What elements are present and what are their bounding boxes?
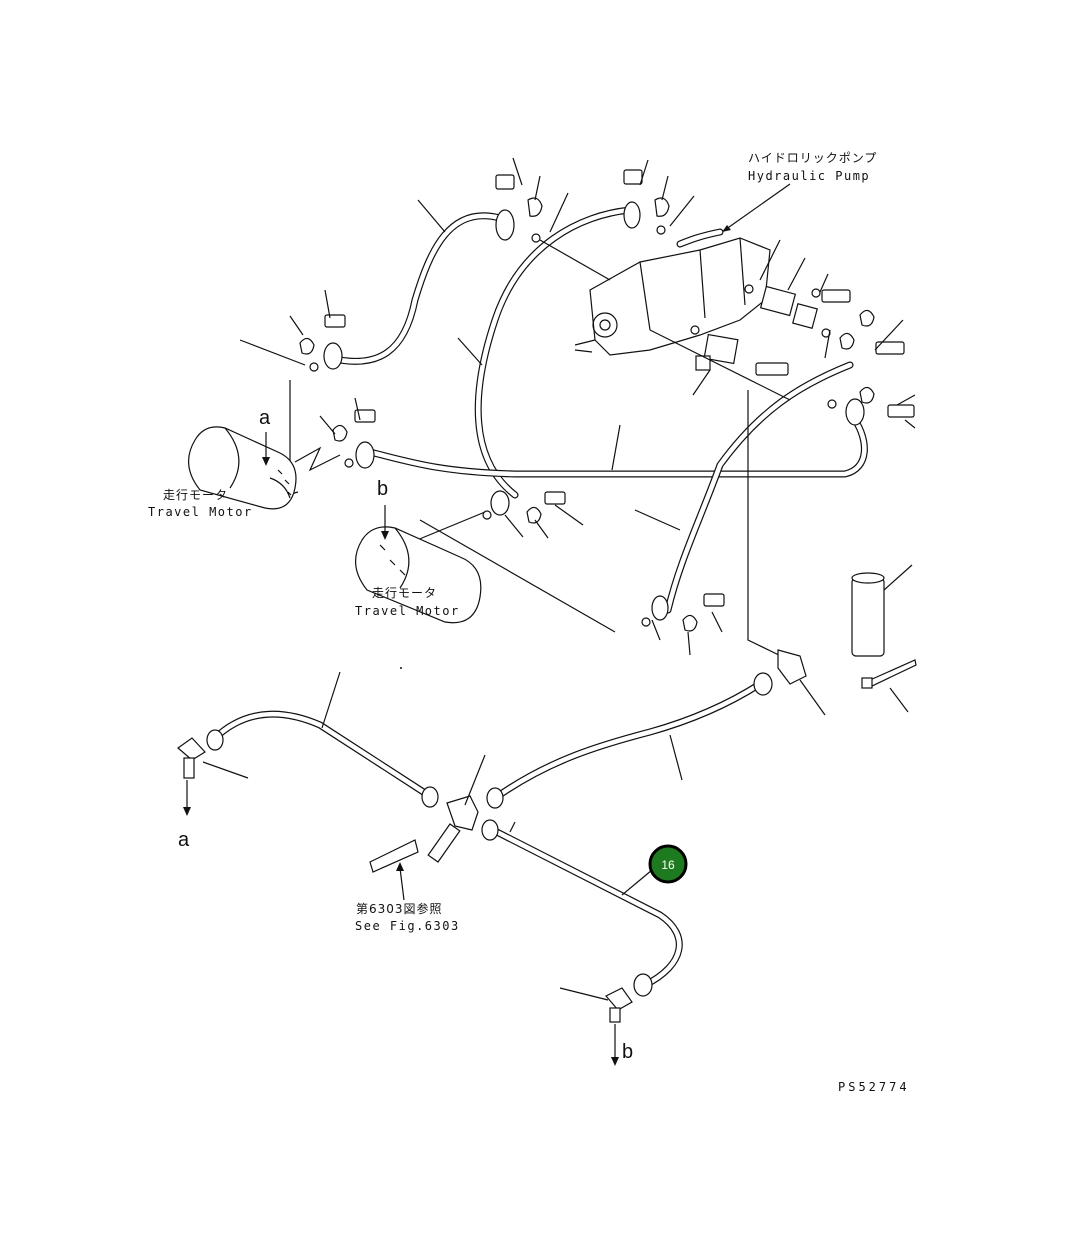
- pump-label-jp: ハイドロリックポンプ: [748, 151, 877, 165]
- callout-16[interactable]: 16: [621, 844, 688, 896]
- pump-label: ハイドロリックポンプ Hydraulic Pump: [721, 151, 877, 233]
- upper-hoses: [326, 206, 868, 614]
- lower-leader-lines: [202, 671, 826, 1001]
- connection-a-bottom-label: a: [178, 829, 190, 851]
- drawing-code: PS52774: [838, 1080, 910, 1094]
- connection-b-top-label: b: [377, 478, 388, 500]
- travel-motor-left-jp: 走行モータ: [163, 488, 228, 502]
- connection-b-bottom-label: b: [622, 1041, 633, 1063]
- travel-motor-left-label: 走行モータ Travel Motor: [148, 488, 253, 519]
- lower-fittings: [177, 649, 807, 1023]
- travel-motor-right-jp: 走行モータ: [372, 586, 437, 600]
- travel-motor-right-en: Travel Motor: [355, 604, 460, 618]
- hydraulic-pump: [574, 237, 818, 371]
- connection-a-top-label: a: [259, 407, 271, 429]
- see-fig-jp: 第6303図参照: [356, 901, 443, 916]
- connection-a-top: a: [259, 407, 271, 466]
- upper-leader-lines: [239, 157, 916, 659]
- sleeve-part: [851, 564, 913, 657]
- see-fig-reference: 第6303図参照 See Fig.6303: [355, 862, 460, 933]
- see-fig-en: See Fig.6303: [355, 919, 460, 933]
- callout-16-number[interactable]: 16: [661, 858, 675, 872]
- connection-b-top: b: [377, 478, 389, 540]
- travel-motor-right-label: 走行モータ Travel Motor: [355, 586, 460, 618]
- connection-b-bottom: b: [611, 1024, 633, 1066]
- connection-a-bottom: a: [178, 780, 191, 851]
- travel-motor-left: [188, 426, 341, 510]
- pump-label-en: Hydraulic Pump: [748, 169, 870, 183]
- travel-motor-left-en: Travel Motor: [148, 505, 253, 519]
- band-part: [861, 659, 917, 713]
- callout-16-circle[interactable]: [648, 844, 688, 884]
- lower-hoses: [211, 680, 764, 989]
